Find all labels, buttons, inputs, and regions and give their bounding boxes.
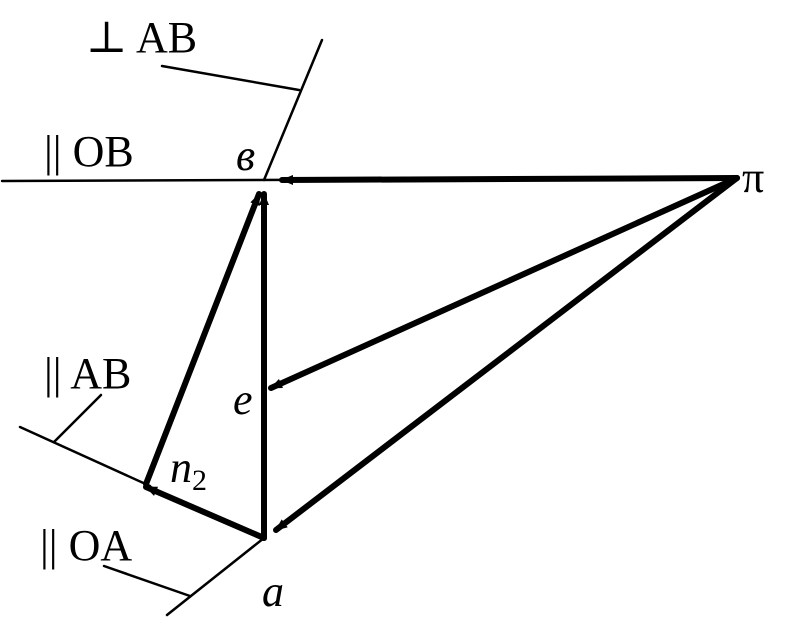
vector-pi-to-a [273,175,740,533]
label-point-n2-sub: 2 [192,464,207,497]
label-point-pi: π [742,153,764,202]
label-par-ab: || AB [44,349,131,398]
label-par-oa: || OA [40,521,132,570]
leader-perp-ab [160,64,301,92]
label-point-e: e [233,375,253,424]
line-par-oa [165,536,266,617]
label-point-n2-base: n [170,443,192,492]
label-point-a: a [262,567,284,616]
line-par-ab [18,425,152,488]
label-point-n2: n2 [170,443,207,497]
label-par-ob: || OB [44,127,134,176]
label-point-b: в [236,131,255,180]
leader-par-ab [52,393,103,444]
vector-pi-to-e [268,175,740,391]
line-perp-ab [262,38,324,182]
vector-pi-to-b [279,174,740,185]
vector-n2-to-b [143,191,262,487]
label-perp-ab: ⊥ AB [86,13,197,62]
leader-par-oa [102,564,192,598]
vector-a-to-n2 [143,484,267,541]
